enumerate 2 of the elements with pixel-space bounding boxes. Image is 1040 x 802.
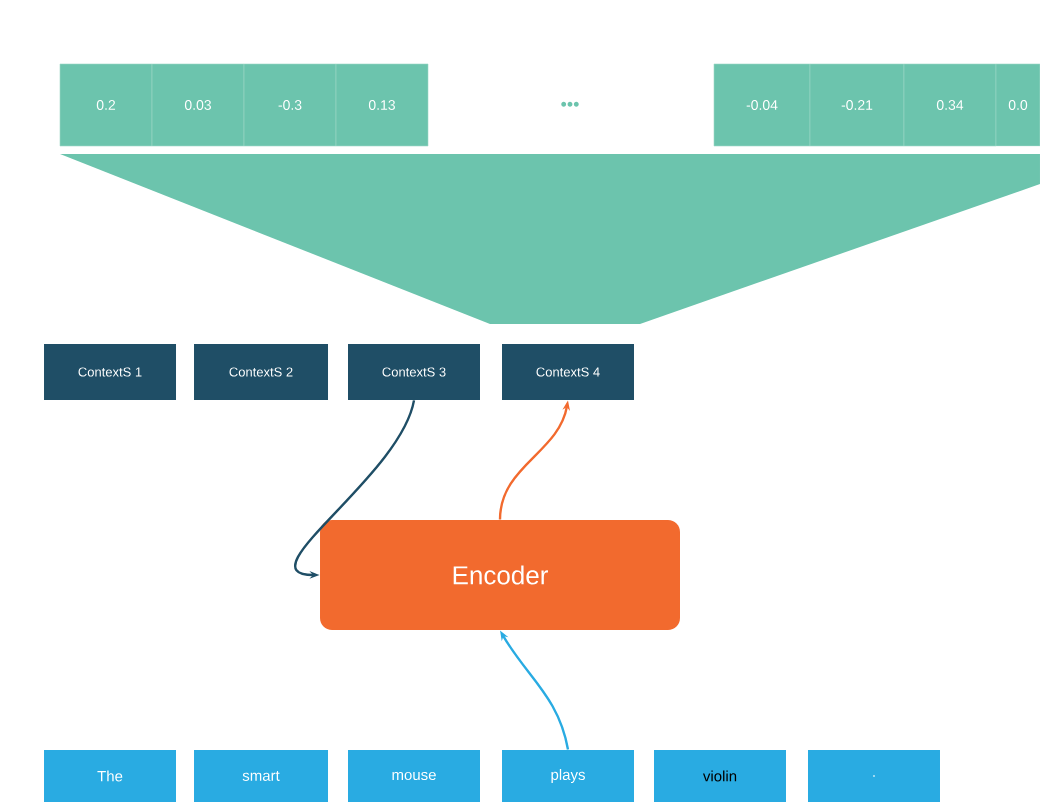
ellipsis: •••	[561, 101, 579, 107]
encoder-box: Encoder	[320, 520, 680, 630]
